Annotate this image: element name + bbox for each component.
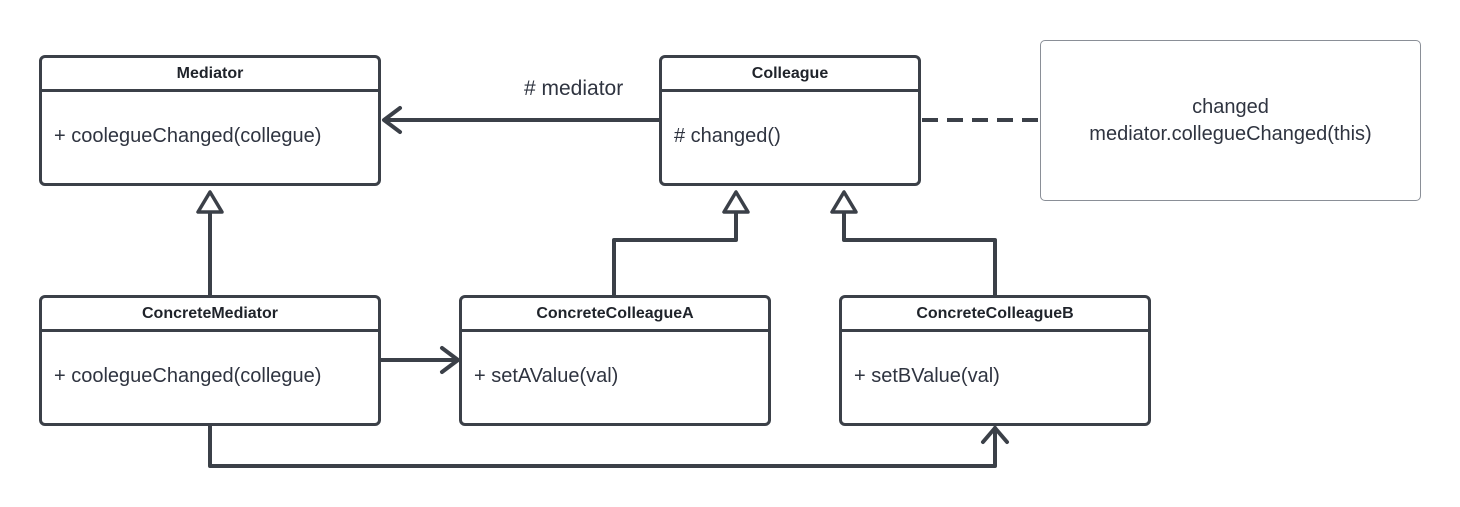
association-label-mediator: # mediator [524, 77, 624, 100]
note-line-2: mediator.collegueChanged(this) [1089, 122, 1372, 145]
association-arrowhead-concrete-colleague-a [440, 346, 460, 374]
association-arrowhead-concrete-colleague-b [981, 426, 1009, 444]
association-arrowhead-mediator [382, 106, 402, 134]
class-member-concrete-colleague-b: + setBValue(val) [854, 365, 1000, 387]
generalization-triangle-colleague-b [830, 190, 858, 214]
class-concrete-colleague-a[interactable]: ConcreteColleagueA + setAValue(val) [459, 295, 771, 426]
class-name-mediator: Mediator [42, 58, 378, 92]
note-changed[interactable]: changed mediator.collegueChanged(this) [1040, 40, 1421, 201]
generalization-line-concrete-colleague-b [842, 210, 997, 298]
generalization-triangle-colleague-a [722, 190, 750, 214]
class-colleague[interactable]: Colleague # changed() [659, 55, 921, 186]
class-member-colleague: # changed() [674, 125, 781, 147]
class-name-colleague: Colleague [662, 58, 918, 92]
class-concrete-colleague-b[interactable]: ConcreteColleagueB + setBValue(val) [839, 295, 1151, 426]
note-line-1: changed [1192, 95, 1269, 118]
class-concrete-mediator[interactable]: ConcreteMediator + coolegueChanged(colle… [39, 295, 381, 426]
class-name-concrete-colleague-a: ConcreteColleagueA [462, 298, 768, 332]
generalization-triangle-mediator [196, 190, 224, 214]
generalization-line-concrete-colleague-a [612, 210, 738, 298]
class-name-concrete-colleague-b: ConcreteColleagueB [842, 298, 1148, 332]
class-member-concrete-mediator: + coolegueChanged(collegue) [54, 365, 322, 387]
association-line-concrete-mediator-b [208, 424, 997, 468]
class-name-concrete-mediator: ConcreteMediator [42, 298, 378, 332]
class-member-mediator: + coolegueChanged(collegue) [54, 125, 322, 147]
class-member-concrete-colleague-a: + setAValue(val) [474, 365, 619, 387]
class-mediator[interactable]: Mediator + coolegueChanged(collegue) [39, 55, 381, 186]
